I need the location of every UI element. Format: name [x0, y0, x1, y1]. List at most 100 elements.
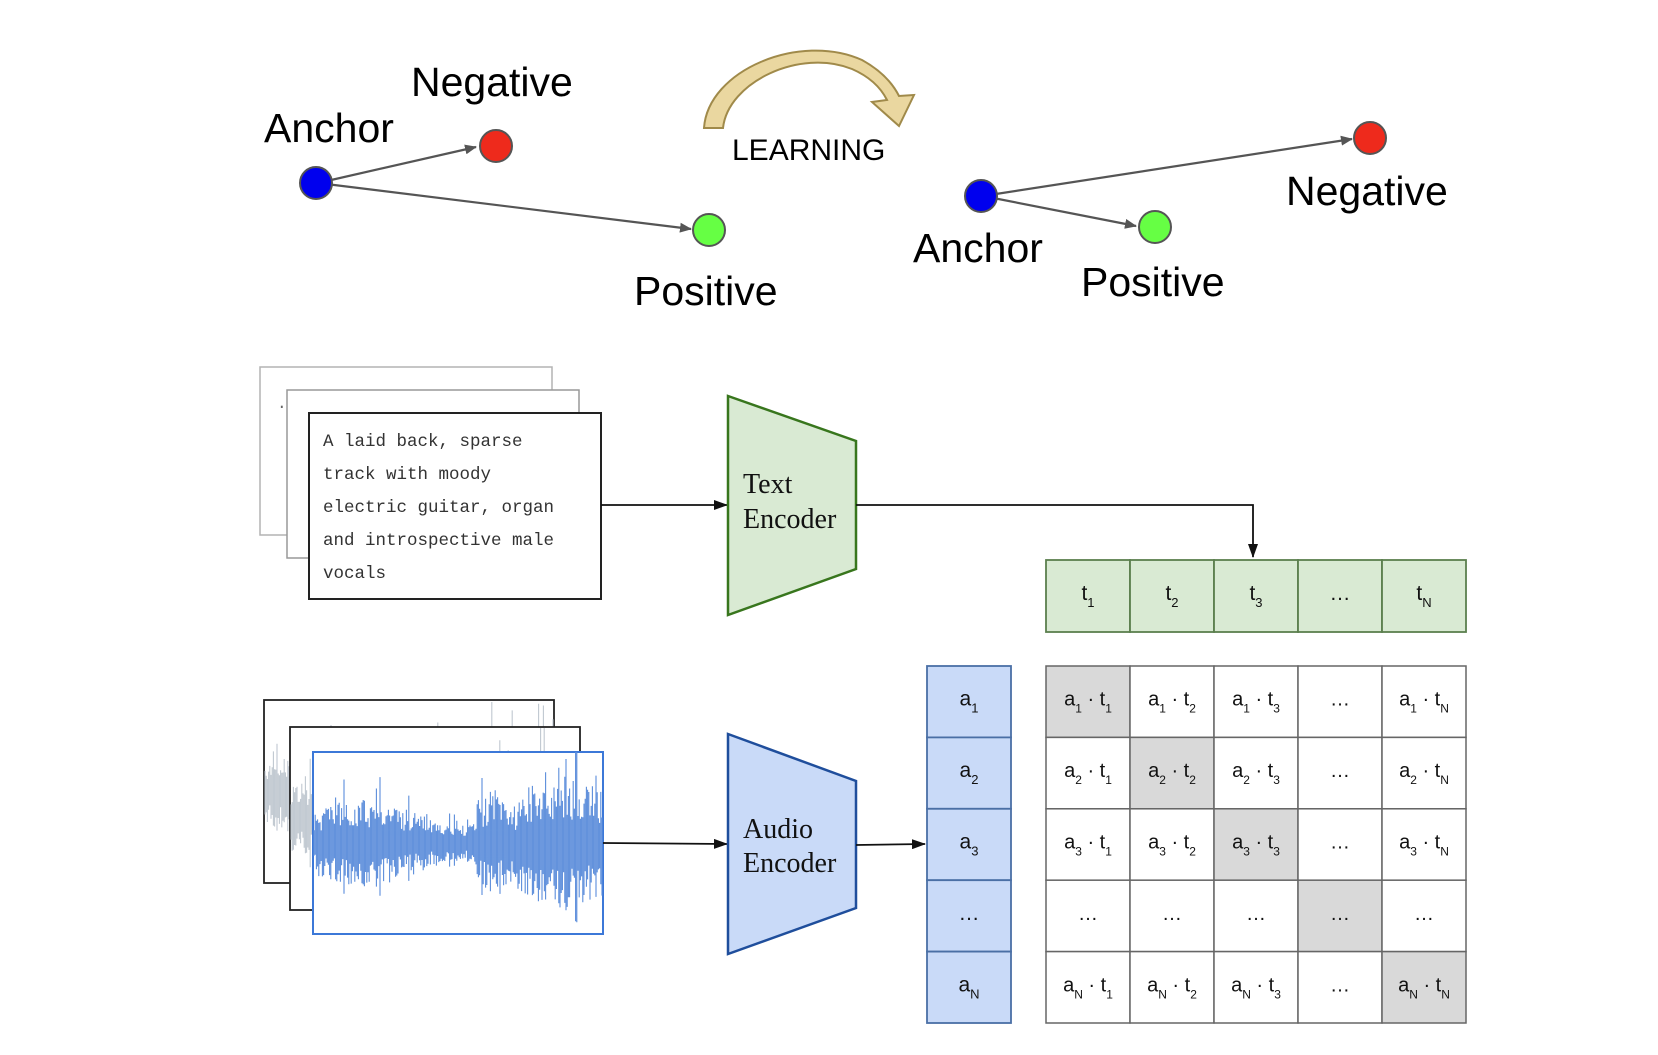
matrix-cell-label: a1 · tN	[1399, 689, 1449, 716]
positive-label: Positive	[634, 268, 778, 314]
matrix-cell-label: aN · t3	[1231, 974, 1281, 1001]
audio-encoder-block	[726, 732, 858, 956]
matrix-cell	[1045, 808, 1131, 881]
matrix-cell-label: a3 · t3	[1232, 832, 1280, 859]
caption-line: and introspective male	[323, 531, 554, 551]
matrix-cell-label: a3 · tN	[1399, 832, 1449, 859]
audio-embedding-cell	[926, 950, 1012, 1024]
caption-line: track with moody	[323, 465, 491, 485]
matrix-cell	[1381, 879, 1467, 953]
caption-line: vocals	[323, 564, 386, 584]
negative-point	[1353, 121, 1387, 155]
audio-encoder-label-line2: Encoder	[743, 848, 837, 879]
matrix-cell-diagonal	[1129, 736, 1215, 810]
matrix-cell-label: …	[1330, 903, 1350, 925]
audio-encoder-label-line1: Audio	[743, 814, 813, 845]
matrix-cell-label: …	[1330, 832, 1350, 854]
matrix-cell-label: a3 · t2	[1148, 832, 1196, 859]
text-embedding-label: tN	[1416, 582, 1431, 610]
matrix-cell	[1045, 950, 1131, 1024]
audio-embedding-cell	[926, 879, 1012, 953]
waveform-icon	[313, 752, 603, 923]
matrix-cell	[1213, 665, 1299, 739]
text-encoder-label-line2: Encoder	[743, 504, 837, 535]
matrix-cell	[1297, 950, 1383, 1024]
audio-embedding-label: …	[959, 902, 980, 925]
matrix-cell-label: …	[1330, 974, 1350, 996]
text-embedding-label: t2	[1165, 582, 1178, 610]
matrix-cell	[1381, 736, 1467, 810]
matrix-cell-label: …	[1162, 903, 1182, 925]
text-embedding-cell	[1045, 559, 1131, 633]
matrix-cell-label: a2 · t1	[1064, 760, 1112, 787]
anchor-label: Anchor	[264, 105, 394, 151]
text-embedding-cell	[1213, 559, 1299, 633]
matrix-cell	[1129, 950, 1215, 1024]
text-caption-stack: . A laid back, sparse track with moody e…	[259, 366, 602, 600]
anchor-to-positive-arrow	[317, 181, 692, 233]
matrix-cell-label: …	[1330, 689, 1350, 711]
audio-encoder: Audio Encoder	[726, 732, 858, 956]
audio-embedding-cell	[926, 736, 1012, 810]
matrix-cell-diagonal	[1213, 808, 1299, 881]
matrix-cell	[1297, 665, 1383, 739]
text-embedding-label: …	[1330, 582, 1351, 605]
anchor-to-negative-arrow	[317, 144, 477, 185]
text-encoder-label-line1: Text	[743, 469, 793, 500]
encoder-to-text-embeddings-arrow	[856, 504, 1258, 558]
matrix-cell-label: a2 · t3	[1232, 760, 1280, 787]
audio-embedding-cell	[926, 665, 1012, 739]
matrix-cell	[1381, 665, 1467, 739]
matrix-cell	[1129, 879, 1215, 953]
learning-transition: LEARNING	[702, 49, 916, 167]
audio-embedding-label: a3	[960, 831, 979, 859]
audio-embedding-label: a1	[960, 688, 979, 716]
matrix-cell-label: aN · tN	[1398, 974, 1450, 1001]
encoder-to-audio-embeddings-arrow	[855, 839, 926, 850]
audio-embedding-label: a2	[960, 759, 979, 787]
matrix-cell-label: a1 · t1	[1064, 689, 1112, 716]
matrix-cell	[1213, 736, 1299, 810]
matrix-cell-label: a2 · t2	[1148, 760, 1196, 787]
matrix-cell-label: aN · t1	[1063, 974, 1113, 1001]
positive-point	[1138, 210, 1172, 244]
matrix-cell	[1045, 736, 1131, 810]
positive-point	[692, 213, 726, 247]
waveform-front	[313, 752, 603, 923]
caption-card-mark: .	[277, 395, 287, 413]
text-embedding-cell	[1297, 559, 1383, 633]
text-embedding-label: t1	[1081, 582, 1094, 610]
audio-waveform-stack	[263, 699, 604, 935]
audio-embeddings-column: a1 a2 a3 … aN	[926, 665, 1012, 1024]
anchor-point	[299, 166, 333, 200]
triplet-before: Anchor Negative Positive	[264, 59, 778, 314]
positive-label: Positive	[1081, 259, 1225, 305]
anchor-point	[964, 179, 998, 213]
text-embedding-label: t3	[1249, 582, 1262, 610]
matrix-cell-label: …	[1078, 903, 1098, 925]
text-encoder-block	[726, 394, 858, 617]
anchor-to-positive-arrow	[982, 194, 1137, 229]
matrix-cell-label: …	[1414, 903, 1434, 925]
anchor-to-negative-arrow	[982, 135, 1353, 198]
matrix-cell-diagonal	[1381, 950, 1467, 1024]
triplet-after: Negative Anchor Positive	[913, 121, 1448, 305]
matrix-cell-label: a2 · tN	[1399, 760, 1449, 787]
matrix-cell-label: a3 · t1	[1064, 832, 1112, 859]
matrix-cell-label: aN · t2	[1147, 974, 1197, 1001]
matrix-cell-label: …	[1246, 903, 1266, 925]
matrix-cell-label: …	[1330, 760, 1350, 782]
curved-arrow-icon	[702, 49, 916, 129]
learning-label: LEARNING	[732, 134, 885, 167]
text-embedding-cell	[1381, 559, 1467, 633]
caption-line: electric guitar, organ	[323, 498, 554, 518]
matrix-cell-label: a1 · t3	[1232, 689, 1280, 716]
negative-label: Negative	[1286, 168, 1448, 214]
matrix-cell	[1213, 879, 1299, 953]
matrix-cell	[1297, 808, 1383, 881]
text-embeddings-row: t1 t2 t3 … tN	[1045, 559, 1467, 633]
text-encoder: Text Encoder	[726, 394, 858, 617]
audio-embedding-label: aN	[958, 973, 979, 1001]
